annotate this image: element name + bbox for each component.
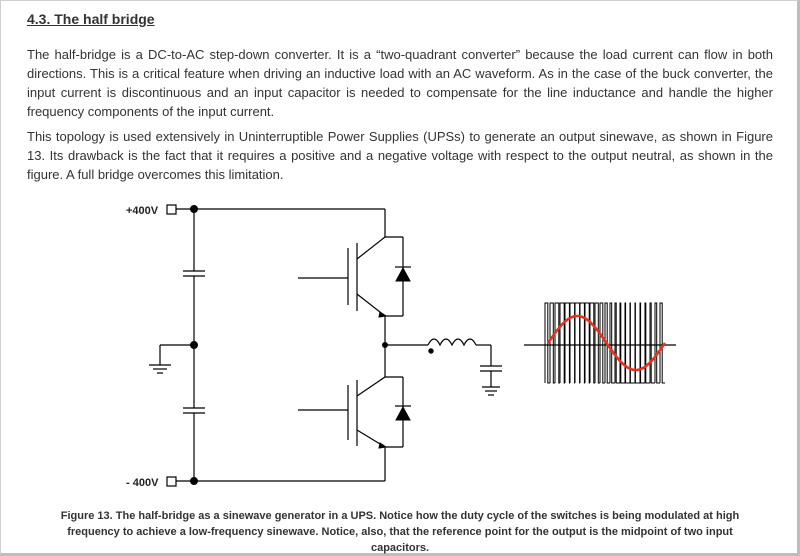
inductor-polarity-dot [428, 348, 434, 354]
upper-diode [395, 266, 411, 282]
positive-rail [166, 204, 386, 237]
output-capacitor [480, 345, 502, 396]
midpoint-ground [149, 344, 194, 374]
upper-switch [298, 236, 411, 317]
junction-dot [190, 341, 198, 349]
junction-dot [190, 205, 198, 213]
pwm-waveform [544, 302, 665, 384]
negative-rail [166, 447, 386, 487]
sine-waveform [546, 314, 667, 372]
negative-rail-label: - 400V [126, 477, 159, 489]
paragraph-2: This topology is used extensively in Uni… [27, 129, 773, 182]
positive-rail-label: +400V [126, 205, 159, 217]
junction-dot [190, 477, 198, 485]
section-heading: 4.3. The half bridge [27, 11, 155, 27]
lower-emitter-arrow [378, 442, 388, 449]
switch-node [384, 316, 428, 377]
lower-diode [395, 405, 411, 421]
upper-emitter-arrow [378, 311, 388, 318]
junction-dot [382, 342, 388, 348]
output-inductor [427, 338, 491, 347]
input-capacitor-stack [183, 209, 205, 481]
paragraph-1: The half-bridge is a DC-to-AC step-down … [27, 47, 773, 119]
pwm-sinewave-plot [524, 302, 676, 384]
figure-caption: Figure 13. The half-bridge as a sinewave… [60, 510, 740, 554]
lower-switch [298, 376, 411, 448]
pwm-pulse-train [544, 302, 665, 384]
